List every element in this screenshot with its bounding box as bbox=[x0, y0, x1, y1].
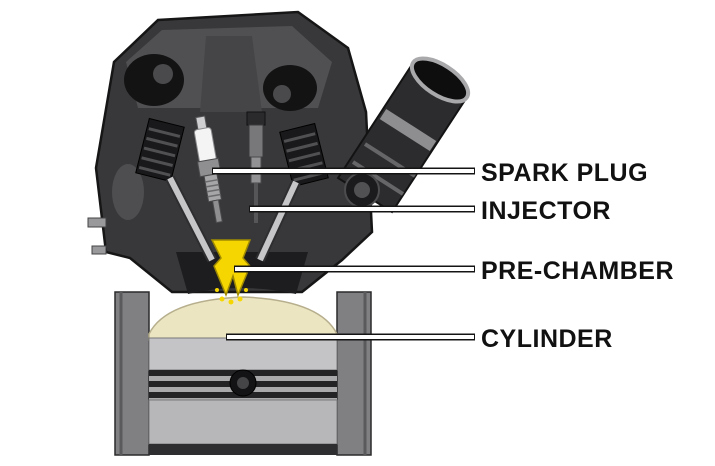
spark-plug bbox=[193, 115, 223, 224]
head-bolt-tab bbox=[91, 245, 107, 255]
intake-opening bbox=[409, 56, 471, 104]
cylinder-block bbox=[114, 291, 372, 456]
label-cylinder: CYLINDER bbox=[481, 325, 613, 353]
pre-chamber-leader-line bbox=[234, 265, 475, 273]
piston-skirt bbox=[148, 399, 338, 445]
spark-plug-leader-line bbox=[212, 167, 475, 175]
label-pre-chamber: PRE-CHAMBER bbox=[481, 257, 674, 285]
label-spark-plug: SPARK PLUG bbox=[481, 159, 649, 187]
valve-right bbox=[255, 179, 301, 263]
leader-lines bbox=[212, 167, 475, 341]
pre-chamber bbox=[210, 239, 252, 305]
cylinder-head bbox=[87, 10, 374, 294]
combustion-chamber-cream bbox=[148, 296, 338, 341]
cylinder-leader-line bbox=[226, 333, 475, 341]
valve-spring-left bbox=[135, 117, 185, 183]
piston-crown bbox=[148, 337, 338, 371]
piston-and-chamber bbox=[148, 296, 338, 455]
label-injector: INJECTOR bbox=[481, 197, 611, 225]
runner-flange bbox=[379, 108, 437, 152]
head-bolt-tab bbox=[87, 217, 107, 228]
intake-runner bbox=[336, 56, 471, 214]
valve-left bbox=[165, 175, 217, 263]
injector-leader-line bbox=[249, 205, 475, 213]
